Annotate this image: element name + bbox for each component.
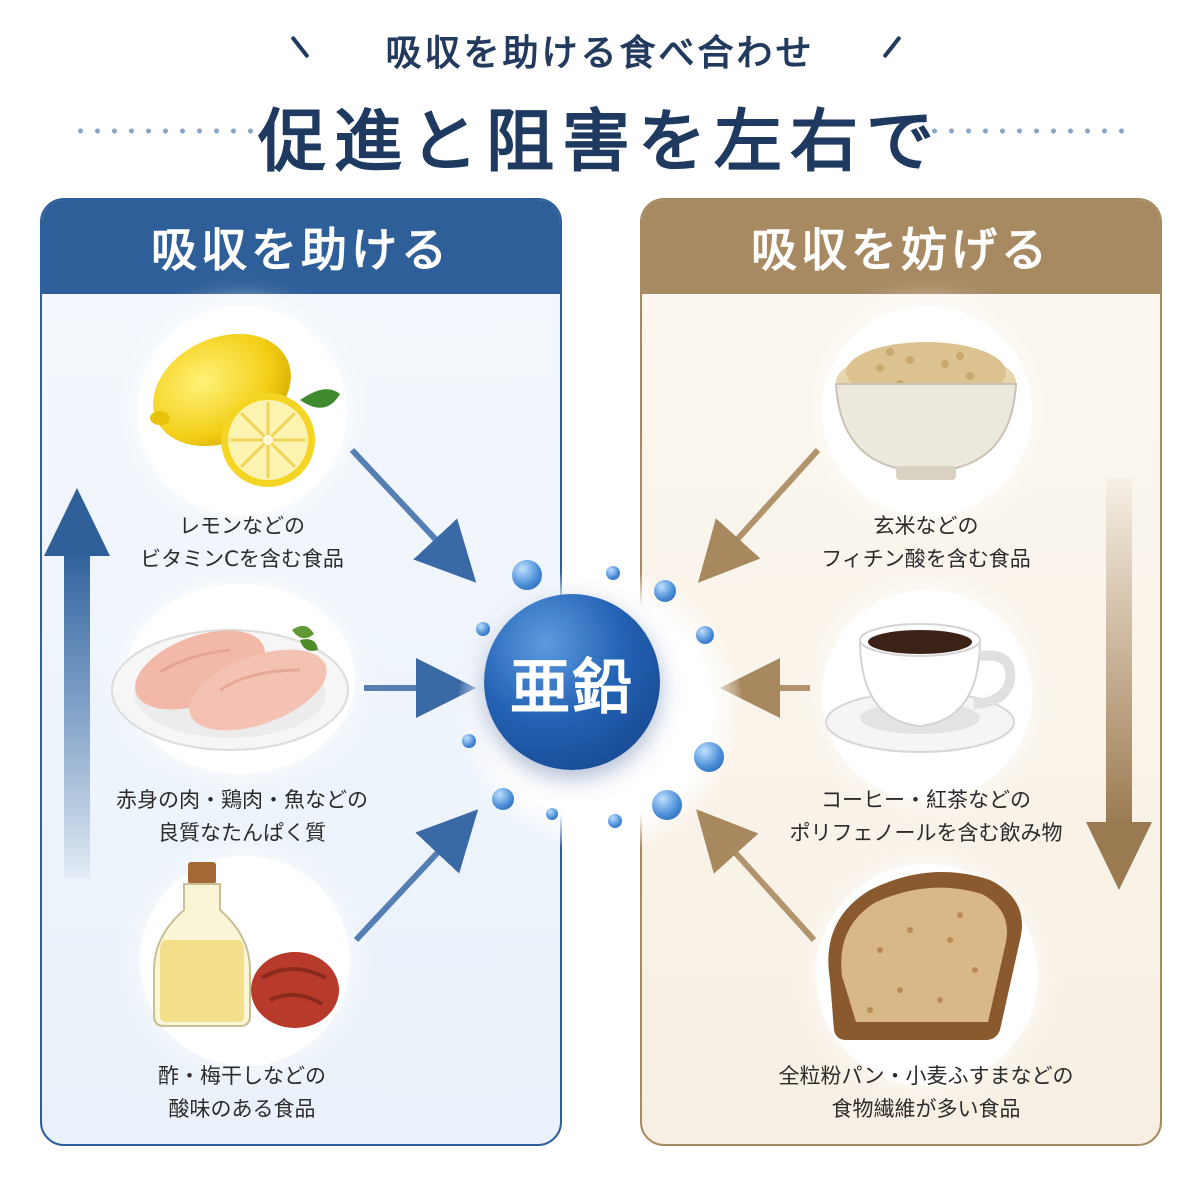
- promote-item-label: 赤身の肉・鶏肉・魚などの 良質なたんぱく質: [116, 788, 368, 845]
- bubble: [654, 580, 676, 602]
- inhibit-item-label: 全粒粉パン・小麦ふすまなどの 食物繊維が多い食品: [778, 1064, 1074, 1121]
- bubble: [608, 814, 622, 828]
- inhibit-item-label: 玄米などの フィチン酸を含む食品: [821, 514, 1031, 571]
- promote-panel-title: 吸収を助ける: [42, 200, 560, 294]
- zinc-center-circle: 亜鉛: [484, 594, 660, 770]
- page-subtitle: 吸収を助ける食べ合わせ: [385, 33, 815, 74]
- title-dots-right: [926, 128, 1131, 134]
- title-dots-left: [72, 128, 277, 134]
- bread-item-circle: [816, 864, 1038, 1086]
- bubble: [694, 742, 724, 772]
- promote-item-label: レモンなどの ビタミンCを含む食品: [140, 514, 344, 571]
- bubble: [492, 788, 514, 810]
- bubble: [462, 734, 476, 748]
- rice-item-circle: [822, 306, 1032, 516]
- inhibit-item-label: コーヒー・紅茶などの ポリフェノールを含む飲み物: [789, 788, 1063, 845]
- bubble: [546, 808, 558, 820]
- page-title: 促進と阻害を左右で: [257, 103, 942, 182]
- bubble: [512, 560, 542, 590]
- bubble: [476, 622, 490, 636]
- chicken-item-circle: [125, 584, 355, 774]
- inhibit-panel-title: 吸収を妨げる: [642, 200, 1160, 294]
- bubble: [606, 566, 620, 580]
- bubble: [652, 790, 682, 820]
- promote-item-label: 酢・梅干しなどの 酸味のある食品: [158, 1064, 326, 1121]
- vinegar-item-circle: [140, 856, 350, 1066]
- lemon-item-circle: [137, 306, 347, 516]
- bubble: [696, 626, 714, 644]
- coffee-item-circle: [822, 590, 1032, 800]
